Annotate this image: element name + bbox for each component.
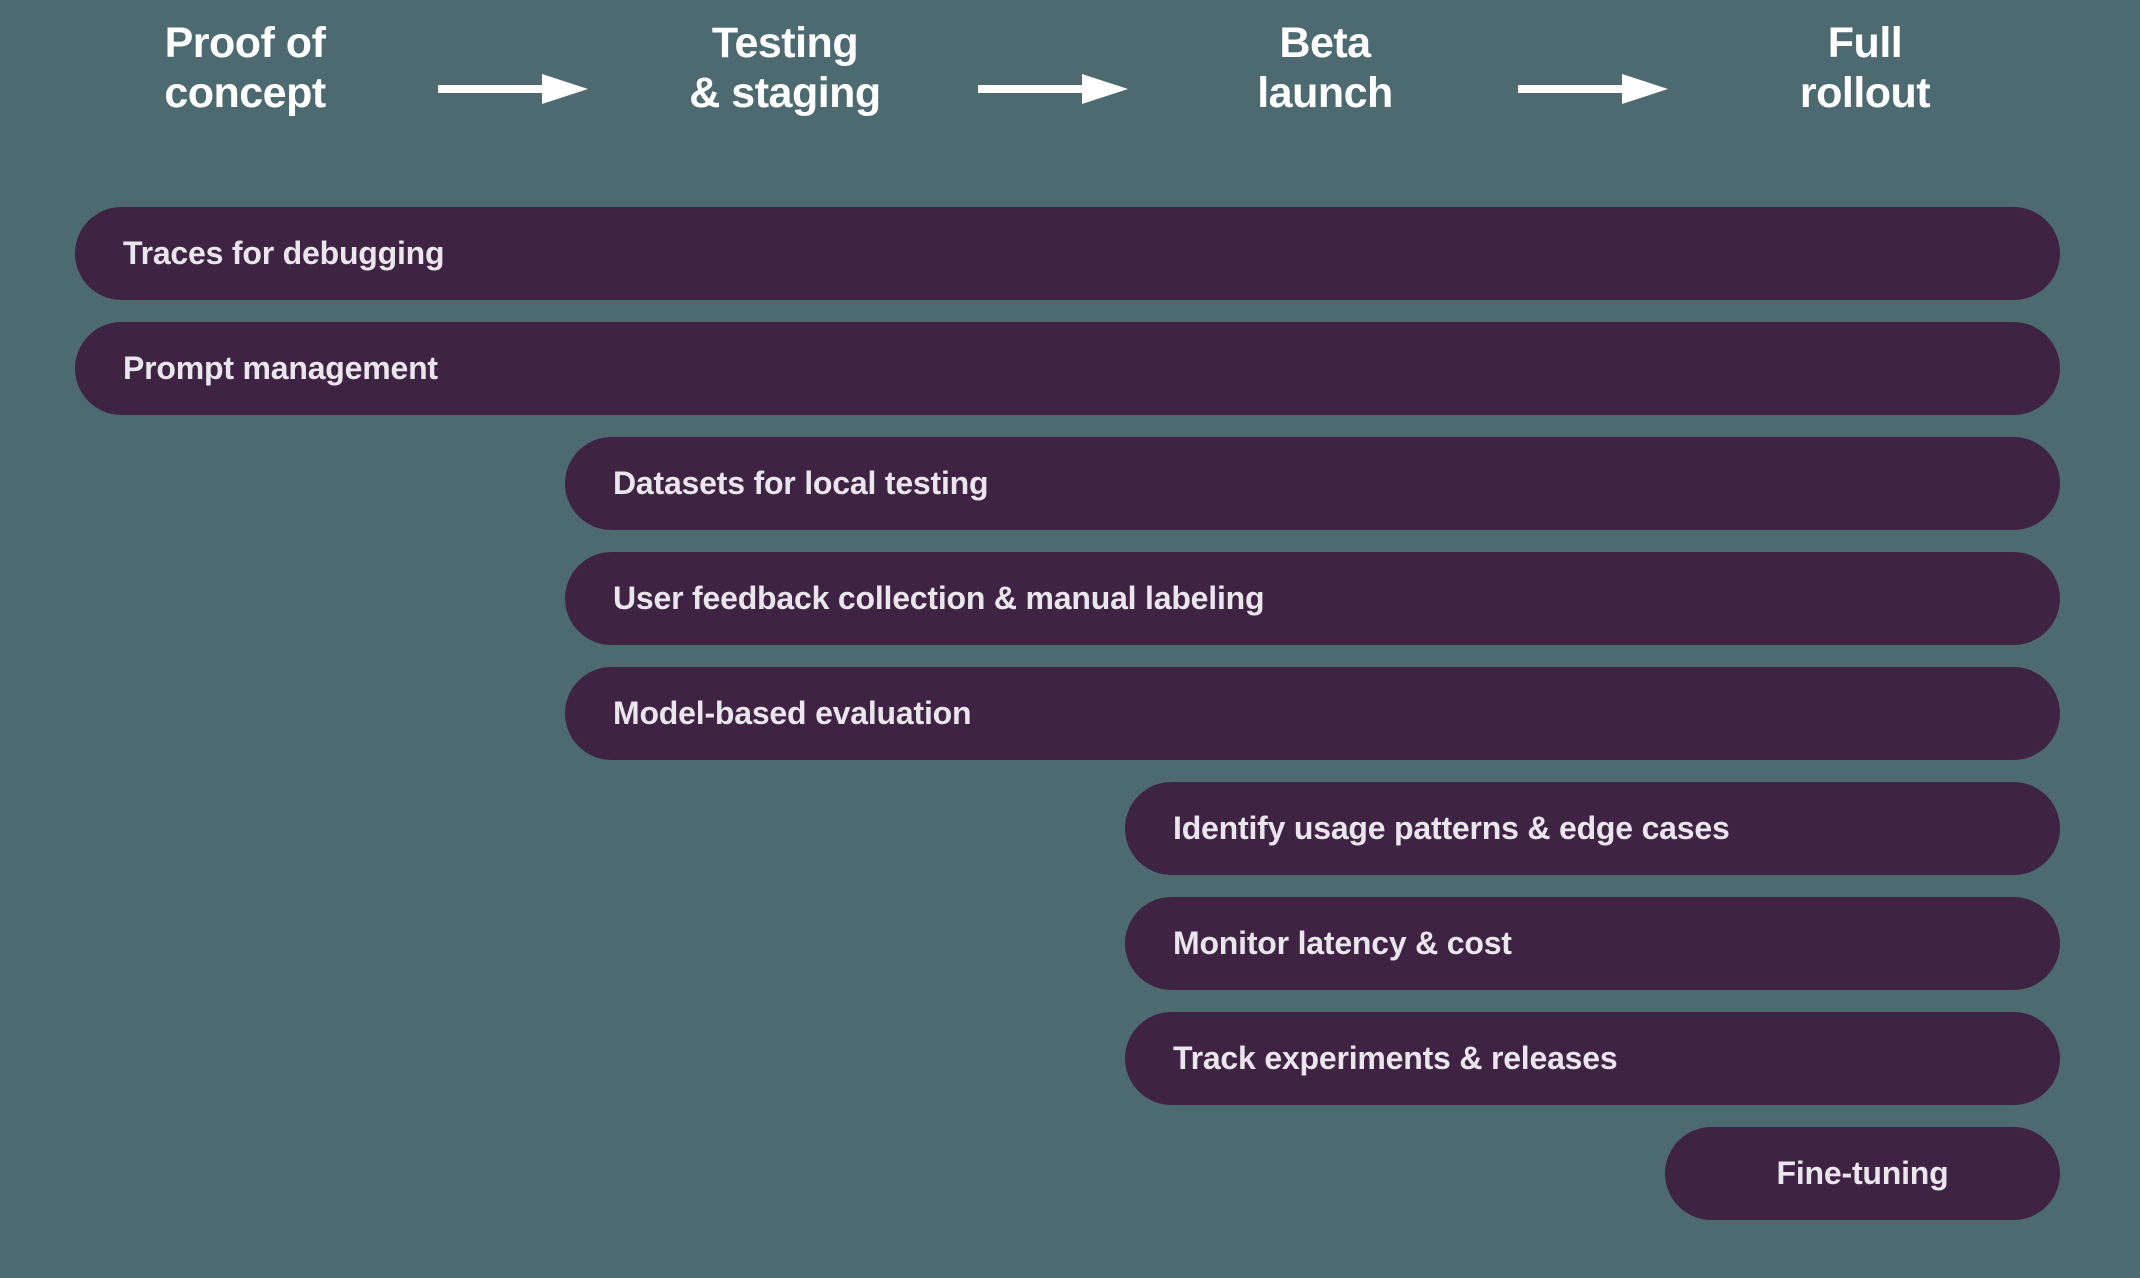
capability-bar: Identify usage patterns & edge cases xyxy=(1125,782,2060,875)
capability-bar: Datasets for local testing xyxy=(565,437,2060,530)
phase-label-testing-and-staging: Testing & staging xyxy=(689,19,881,118)
capability-bar: Monitor latency & cost xyxy=(1125,897,2060,990)
capability-bar-label: Traces for debugging xyxy=(123,235,445,271)
capability-bar-label: Identify usage patterns & edge cases xyxy=(1173,810,1730,846)
arrow-right-icon xyxy=(1518,74,1668,104)
capability-bar: Prompt management xyxy=(75,322,2060,415)
phase-label-beta-launch: Beta launch xyxy=(1257,19,1393,118)
capability-bar: Track experiments & releases xyxy=(1125,1012,2060,1105)
capability-bar: Fine-tuning xyxy=(1665,1127,2060,1220)
capability-bar-label: Datasets for local testing xyxy=(613,465,989,501)
capability-bar-label: Monitor latency & cost xyxy=(1173,925,1512,961)
capability-bar-label: Prompt management xyxy=(123,350,438,386)
capability-bar: Model-based evaluation xyxy=(565,667,2060,760)
capability-bar: Traces for debugging xyxy=(75,207,2060,300)
capability-bar-label: Track experiments & releases xyxy=(1173,1040,1618,1076)
phase-label-proof-of-concept: Proof of concept xyxy=(164,19,326,118)
capability-bar-label: Model-based evaluation xyxy=(613,695,972,731)
arrow-right-icon xyxy=(438,74,588,104)
capability-bar-label: Fine-tuning xyxy=(1776,1155,1949,1191)
capability-bar-label: User feedback collection & manual labeli… xyxy=(613,580,1265,616)
phase-header-row: Proof of concept Testing & staging Beta … xyxy=(0,0,2140,180)
phase-label-full-rollout: Full rollout xyxy=(1799,19,1931,118)
arrow-right-icon xyxy=(978,74,1128,104)
capability-bar: User feedback collection & manual labeli… xyxy=(565,552,2060,645)
